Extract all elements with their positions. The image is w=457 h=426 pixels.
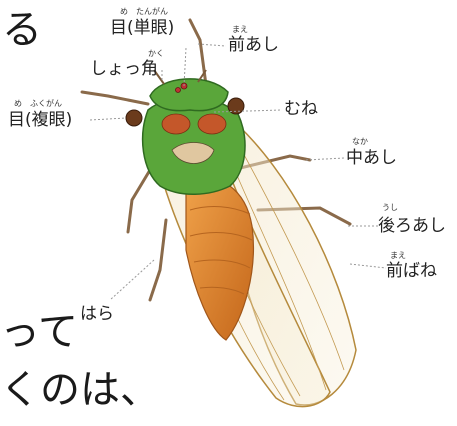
hindleg-label: 後ろあし — [378, 218, 446, 235]
compound-eye-label: 目(複眼) — [8, 112, 72, 129]
antenna-label: しょっ角 — [90, 61, 158, 78]
simple-eye-label: 目(単眼) — [110, 20, 174, 37]
leader-abdomen — [110, 260, 154, 300]
thorax-label: むね — [284, 101, 318, 118]
midleg-ruby: なか — [352, 138, 368, 146]
leader-compound-eye — [90, 118, 126, 120]
antenna-ruby: かく — [148, 50, 164, 58]
hindleg-left — [150, 220, 166, 300]
forewing-ruby: まえ — [390, 252, 406, 260]
head — [150, 79, 228, 111]
leader-midleg — [306, 158, 344, 160]
abdomen-label: はら — [80, 306, 114, 323]
compound-eye-left — [126, 110, 142, 126]
foreleg-left — [82, 92, 148, 104]
leader-forewing — [350, 264, 386, 268]
midleg-label: 中あし — [346, 150, 397, 167]
forewing-label: 前ばね — [386, 263, 437, 280]
foreleg-label: 前あし — [228, 37, 279, 54]
foreleg-ruby: まえ — [232, 26, 248, 34]
hindleg-ruby: うし — [382, 204, 398, 212]
midleg-left — [128, 170, 150, 232]
simple-eye-ruby: め たんがん — [120, 8, 168, 16]
compound-eye-ruby: め ふくがん — [14, 100, 62, 108]
